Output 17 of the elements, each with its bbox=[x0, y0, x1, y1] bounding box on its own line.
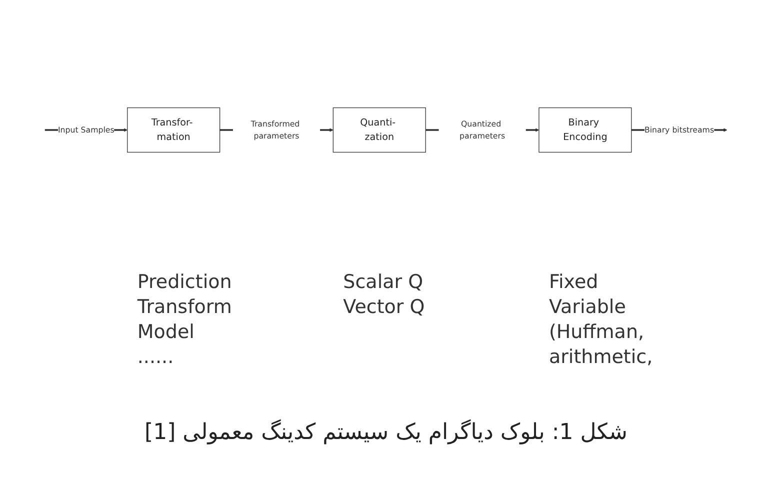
list-text: arithmetic, bbox=[548, 345, 653, 370]
list-text: ...... bbox=[137, 345, 175, 370]
box-label: Binary Encoding bbox=[562, 116, 608, 144]
box-label: Transfor- mation bbox=[150, 116, 194, 144]
list-text: Prediction bbox=[137, 270, 232, 295]
list-text: Fixed bbox=[548, 270, 600, 295]
list-text: (Huffman, bbox=[548, 320, 646, 345]
process-box bbox=[332, 107, 426, 153]
list-text: Vector Q bbox=[343, 295, 425, 320]
caption: شکل 1: بلوک دیاگرام یک سیستم کدینگ معمولی [1] bbox=[143, 420, 628, 445]
process-box bbox=[538, 107, 632, 153]
list-text: Model bbox=[137, 320, 196, 345]
list-text: Variable bbox=[548, 295, 627, 320]
list-text: Transform bbox=[137, 295, 232, 320]
process-box bbox=[127, 107, 220, 153]
list-text: Scalar Q bbox=[343, 270, 424, 295]
box-label: Quanti- zation bbox=[359, 116, 397, 144]
